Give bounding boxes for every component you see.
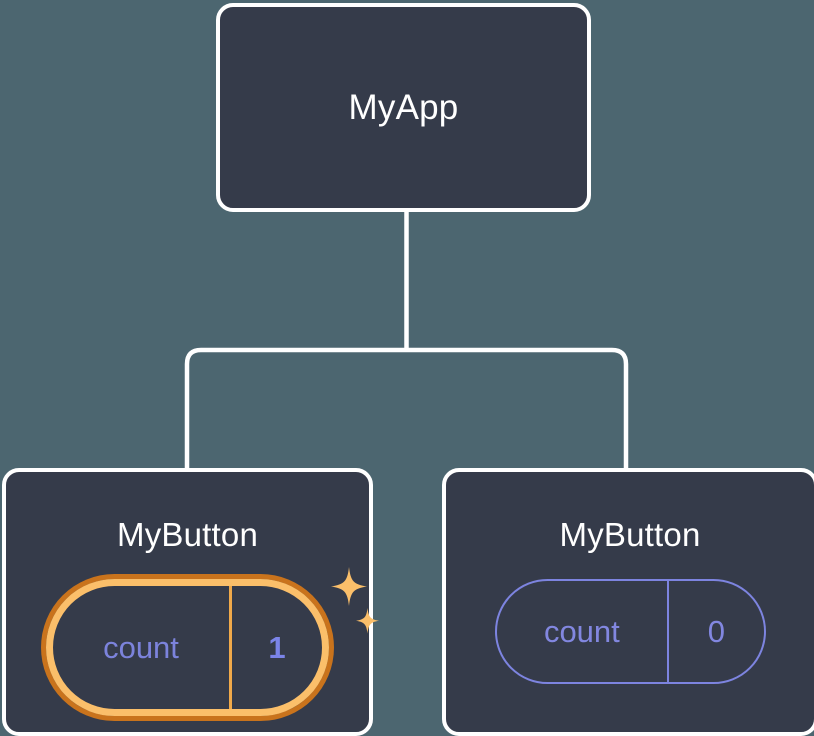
state-badge-key-1: count [543,614,620,649]
state-badge-value-1: 0 [707,614,725,649]
state-badge-divider-0 [229,586,232,709]
state-badge-highlighted[interactable]: count 1 [46,579,329,716]
tree-node-child-1[interactable]: MyButton count 0 [442,468,814,736]
node-label-child-0: MyButton [117,516,258,553]
state-badge-wrap-0: count 1 [46,567,379,716]
state-badge-value-0: 1 [268,630,286,665]
state-badge-wrap-1: count 0 [494,579,766,684]
state-badge-divider-1 [667,581,670,682]
state-badge-key-0: count [103,630,179,665]
connector-children-bus [184,347,629,470]
tree-node-child-0[interactable]: MyButton count 1 [2,468,379,736]
node-label-child-1: MyButton [559,516,701,553]
node-label-root: MyApp [348,88,459,127]
state-badge-plain[interactable]: count 0 [494,579,766,684]
tree-node-root[interactable]: MyApp [216,3,591,212]
sparkle-large-icon [331,567,367,606]
